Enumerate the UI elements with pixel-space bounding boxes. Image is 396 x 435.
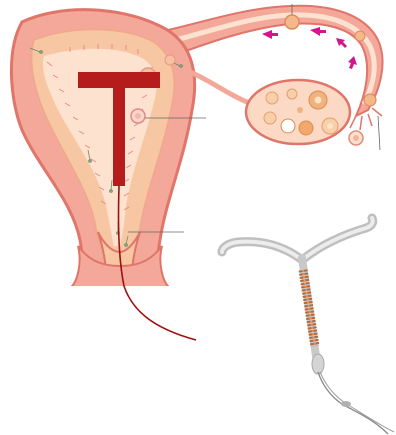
iud-stem <box>113 86 125 186</box>
copper-iud-threads <box>318 372 388 434</box>
implantation-site-core <box>135 113 141 119</box>
copper-iud-thread-knot <box>341 401 351 407</box>
released-egg-core <box>353 135 359 141</box>
copper-iud-bulb <box>312 354 324 374</box>
diagram-bottom-mask <box>0 286 200 306</box>
egg-in-tube <box>165 55 175 65</box>
egg-near-fimbriae <box>355 31 365 41</box>
iud-arms <box>78 72 160 88</box>
egg-fimbriae <box>364 94 376 106</box>
egg-in-tube-upper <box>285 15 299 29</box>
leader-line-ovary <box>378 116 380 150</box>
copper-iud-device <box>222 218 394 434</box>
direction-arrows <box>262 27 357 69</box>
